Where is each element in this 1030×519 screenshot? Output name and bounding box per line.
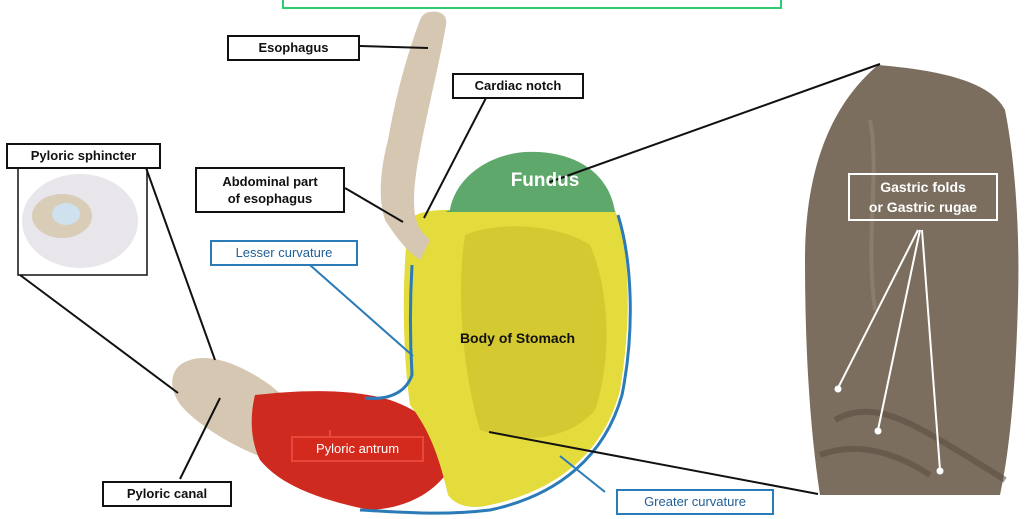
label-esophagus: Esophagus	[227, 35, 360, 61]
label-pyloric-canal: Pyloric canal	[102, 481, 232, 507]
label-abdominal-line1: Abdominal part	[203, 173, 337, 190]
label-cardiac-notch: Cardiac notch	[452, 73, 584, 99]
leader-lesser-curvature	[302, 258, 413, 356]
label-gastric-folds-line1: Gastric folds	[856, 177, 990, 197]
label-gastric-folds: Gastric folds or Gastric rugae	[848, 173, 998, 221]
label-fundus: Fundus	[490, 170, 600, 192]
title-frame	[283, 0, 781, 8]
label-pyloric-sphincter: Pyloric sphincter	[6, 143, 161, 169]
rugae-dot-1	[835, 386, 842, 393]
gastric-rugae-photo	[805, 65, 1018, 495]
label-greater-curvature: Greater curvature	[616, 489, 774, 515]
label-abdominal-part: Abdominal part of esophagus	[195, 167, 345, 213]
label-lesser-curvature: Lesser curvature	[210, 240, 358, 266]
rugae-dot-3	[937, 468, 944, 475]
leader-sphincter-a	[20, 275, 178, 393]
label-pyloric-antrum: Pyloric antrum	[291, 436, 424, 462]
label-body-of-stomach: Body of Stomach	[440, 330, 595, 346]
label-gastric-folds-line2: or Gastric rugae	[856, 197, 990, 217]
label-abdominal-line2: of esophagus	[203, 190, 337, 207]
rugae-dot-2	[875, 428, 882, 435]
